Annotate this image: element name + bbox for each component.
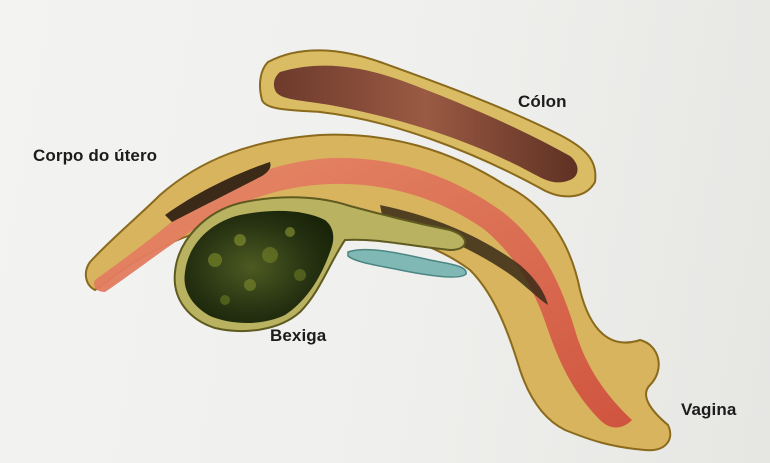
colon-label: Cólon [518,92,567,112]
uterus-body-label: Corpo do útero [33,146,157,166]
vagina-label: Vagina [681,400,736,420]
bladder-label: Bexiga [270,326,326,346]
